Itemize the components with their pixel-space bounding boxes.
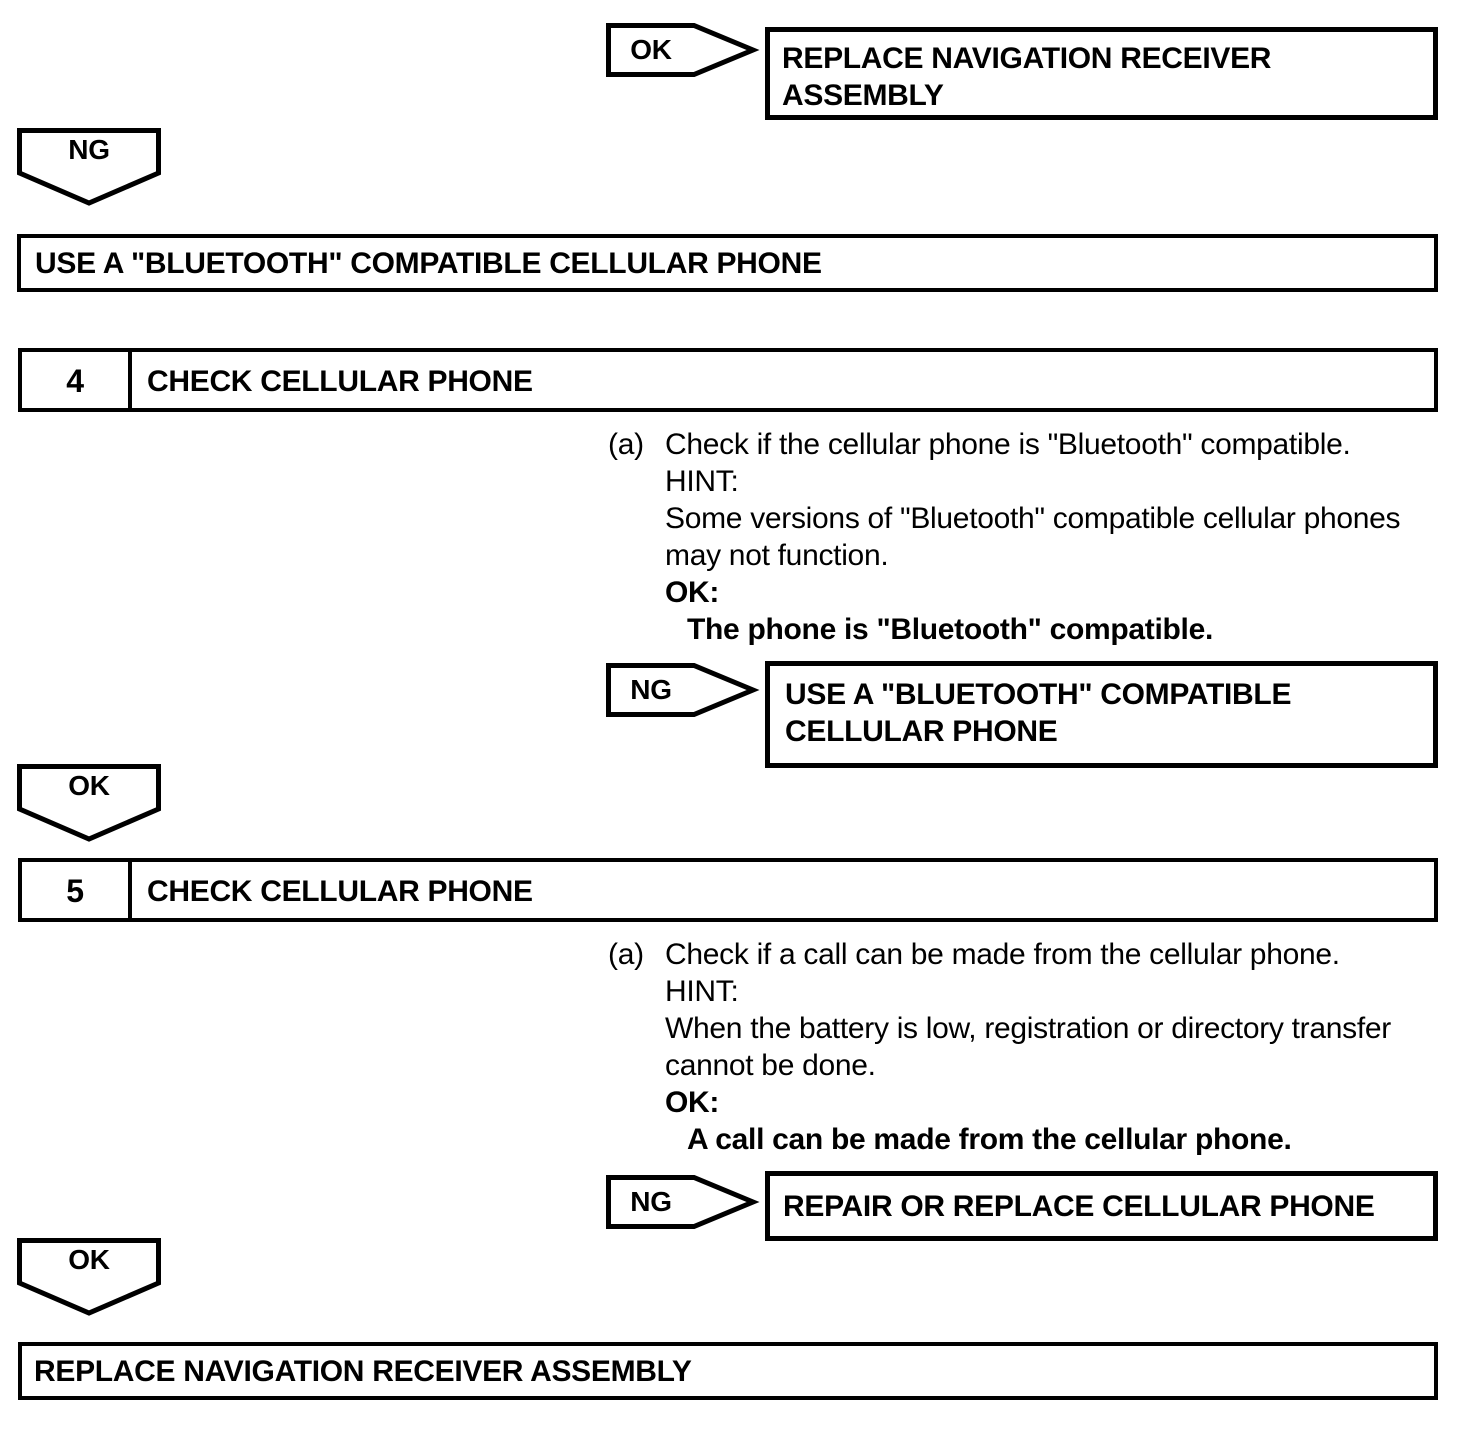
connector-ok-top: OK — [606, 23, 760, 77]
result-box-use-bluetooth: USE A "BLUETOOTH" COMPATIBLE CELLULAR PH… — [765, 661, 1438, 768]
step-4-check-line: Check if the cellular phone is "Bluetoot… — [665, 428, 1351, 461]
action-box-replace-receiver-final-label: REPLACE NAVIGATION RECEIVER ASSEMBLY — [34, 1355, 692, 1388]
connector-ok-drop-step4-label: OK — [68, 770, 110, 801]
connector-ok-drop-step4: OK — [17, 764, 161, 842]
arrow-down-icon — [17, 764, 161, 842]
step-4-hint-line2: may not function. — [665, 539, 889, 572]
step-5-number: 5 — [22, 862, 132, 918]
step-4-check-row: (a) Check if the cellular phone is "Blue… — [608, 426, 1468, 463]
result-box-line1: REPLACE NAVIGATION RECEIVER — [782, 42, 1272, 75]
step-5-title: CHECK CELLULAR PHONE — [147, 875, 533, 908]
step-5-check-line: Check if a call can be made from the cel… — [665, 938, 1340, 971]
action-box-use-bluetooth: USE A "BLUETOOTH" COMPATIBLE CELLULAR PH… — [17, 234, 1438, 292]
step-4-title: CHECK CELLULAR PHONE — [147, 365, 533, 398]
step-5-check-row: (a) Check if a call can be made from the… — [608, 936, 1468, 973]
step-5-hint-label: HINT: — [665, 975, 739, 1008]
connector-ng-drop: NG — [17, 128, 161, 206]
step-5-header: 5 CHECK CELLULAR PHONE — [18, 858, 1438, 922]
arrow-down-icon — [17, 128, 161, 206]
arrow-right-icon — [606, 23, 760, 77]
step-4-header: 4 CHECK CELLULAR PHONE — [18, 348, 1438, 412]
result-box-repair-phone: REPAIR OR REPLACE CELLULAR PHONE — [765, 1171, 1438, 1241]
step-5-hint-line1: When the battery is low, registration or… — [665, 1012, 1391, 1045]
step-4-item-marker: (a) — [608, 428, 644, 461]
arrow-right-icon — [606, 663, 760, 717]
arrow-down-icon — [17, 1238, 161, 1316]
connector-ng-step5: NG — [606, 1175, 760, 1229]
action-box-use-bluetooth-label: USE A "BLUETOOTH" COMPATIBLE CELLULAR PH… — [35, 247, 822, 280]
arrow-right-icon — [606, 1175, 760, 1229]
connector-ng-step4-label: NG — [630, 674, 672, 705]
connector-ng-drop-label: NG — [68, 134, 110, 165]
connector-ok-drop-step5: OK — [17, 1238, 161, 1316]
step-5-body: (a) Check if a call can be made from the… — [608, 936, 1468, 1158]
connector-ok-drop-step5-label: OK — [68, 1244, 110, 1275]
step-5-ok-statement: A call can be made from the cellular pho… — [687, 1123, 1292, 1156]
step-4-hint-line1: Some versions of "Bluetooth" compatible … — [665, 502, 1401, 535]
result-box-use-bluetooth-line1: USE A "BLUETOOTH" COMPATIBLE — [785, 678, 1292, 711]
result-box-repair-phone-line1: REPAIR OR REPLACE CELLULAR PHONE — [783, 1189, 1375, 1223]
connector-ng-step4: NG — [606, 663, 760, 717]
step-4-ok-statement: The phone is "Bluetooth" compatible. — [687, 613, 1213, 646]
step-4-body: (a) Check if the cellular phone is "Blue… — [608, 426, 1468, 648]
connector-ng-step5-label: NG — [630, 1186, 672, 1217]
result-box-replace-receiver-top: REPLACE NAVIGATION RECEIVER ASSEMBLY — [765, 27, 1438, 120]
action-box-replace-receiver-final: REPLACE NAVIGATION RECEIVER ASSEMBLY — [18, 1342, 1438, 1400]
result-box-line2: ASSEMBLY — [782, 79, 944, 112]
step-4-number: 4 — [22, 352, 132, 408]
step-5-item-marker: (a) — [608, 938, 644, 971]
step-5-ok-label: OK: — [665, 1086, 720, 1119]
connector-ok-top-label: OK — [630, 34, 672, 65]
step-4-ok-label: OK: — [665, 576, 720, 609]
step-4-hint-label: HINT: — [665, 465, 739, 498]
step-5-hint-line2: cannot be done. — [665, 1049, 876, 1082]
result-box-use-bluetooth-line2: CELLULAR PHONE — [785, 715, 1058, 748]
